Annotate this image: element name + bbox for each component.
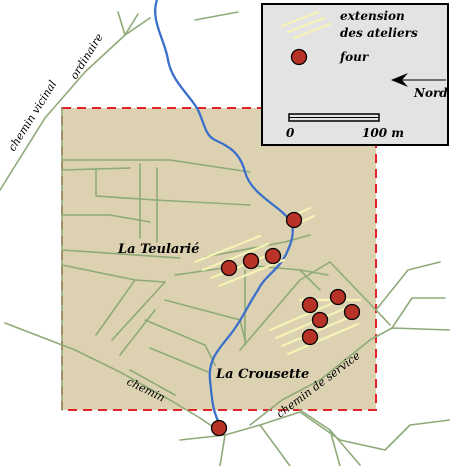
place-label-teularie: La Teularié [117,242,199,257]
kiln-marker [301,296,319,314]
scale-label-end: 100 m [362,126,404,140]
road-network [0,11,450,466]
kiln-marker [311,311,329,329]
road-label-ordinaire: ordinaire [68,31,107,82]
kiln-marker [285,211,303,229]
road-teularie [204,234,311,258]
kiln-marker [301,328,319,346]
legend-north: Nord [413,86,448,100]
map-legend: extension des ateliers four Nord 0 100 m [261,3,449,146]
road-south-5 [219,434,226,466]
road-service [249,327,450,426]
scale-bar [288,113,380,122]
road-north-branch [117,11,126,36]
river [154,0,294,426]
place-label-crousette: La Crousette [215,367,309,382]
legend-kiln-symbol [290,48,308,66]
road-ne [194,11,239,21]
kiln-marker [242,252,260,270]
road-diag-2 [111,281,166,341]
road-mid-3 [61,249,181,259]
kiln-markers [210,211,361,437]
road-south-4 [339,419,450,451]
kiln-marker [329,288,347,306]
road-south-1 [224,411,341,441]
road-mid-2 [61,214,151,223]
kiln-marker [220,259,238,277]
legend-hatch-symbol [280,10,332,40]
road-service-diag [239,261,391,351]
road-diag-1 [95,279,136,336]
road-label-vicinal: chemin vicinal [6,78,60,154]
road-crousette [204,344,216,366]
scale-label-start: 0 [286,126,295,140]
road-inner-grid-2 [144,319,206,346]
kiln-marker [210,419,228,437]
kiln-marker [264,247,282,265]
road-inner-grid-3 [149,347,209,373]
road-east-1 [391,297,446,329]
road-north-branch-2 [124,13,139,36]
road-top-band [61,159,251,173]
north-arrow-icon [391,73,446,87]
road-mid-1 [95,167,251,206]
legend-four: four [339,50,370,64]
kiln-marker [343,303,361,321]
road-south-6 [259,424,291,466]
road-right-1 [299,269,321,291]
road-east-2 [375,261,441,311]
road-inner-grid-4 [129,369,176,396]
road-south-7 [329,429,341,466]
legend-extension-line1: extension [340,9,405,23]
road-diag-3 [119,309,156,356]
road-chemin [4,322,226,436]
legend-extension-line2: des ateliers [340,26,418,40]
study-zone [61,107,377,411]
road-vicinal [0,17,151,191]
